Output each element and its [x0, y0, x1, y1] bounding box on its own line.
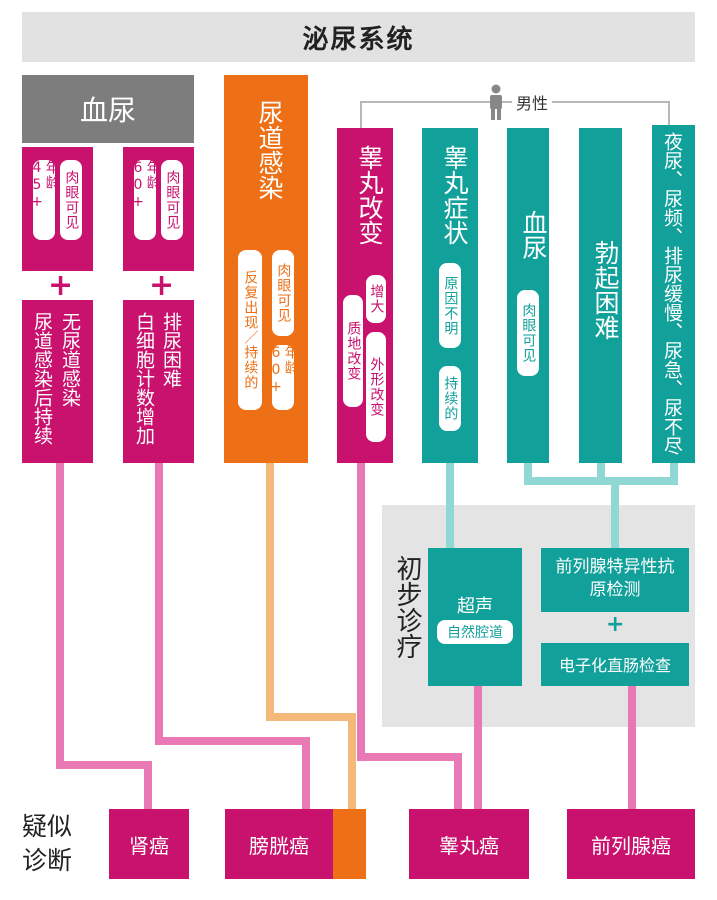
tag-unknown-cause: 原因不明 — [439, 263, 461, 348]
connector-line — [670, 463, 678, 485]
connector-line — [524, 463, 532, 485]
ultrasound-sub-pill: 自然腔道 — [437, 620, 513, 644]
blood-urine-header: 血尿 — [22, 75, 194, 143]
male-hematuria-title: 血尿 — [519, 210, 548, 260]
connector-line — [524, 477, 678, 485]
psa-label: 前列腺特异性抗原检测 — [555, 557, 675, 600]
connector-line — [446, 505, 454, 549]
dx-bladder-cancer-accent — [333, 809, 366, 879]
tag-visible: 肉眼可见 — [517, 290, 539, 376]
ed-title: 勃起困难 — [591, 240, 620, 340]
tag-age: 年龄60+ — [130, 160, 161, 240]
dx-kidney-cancer: 肾癌 — [109, 809, 189, 879]
ultrasound-label: 超声 — [457, 596, 493, 617]
tag-visible: 肉眼可见 — [60, 160, 82, 240]
tag-visible: 肉眼可见 — [161, 160, 183, 240]
suspected-dx-label: 疑似诊断 — [22, 812, 73, 875]
connector-line — [144, 761, 152, 809]
condition-dysuria: 排尿困难 — [160, 312, 182, 388]
luts-box — [652, 125, 695, 463]
connector-line — [611, 505, 619, 549]
tag-texture-change: 质地改变 — [343, 295, 363, 407]
dx-bladder-cancer: 膀胱癌 — [225, 809, 333, 879]
dx-testicular-cancer: 睾丸癌 — [409, 809, 529, 879]
condition-post-uti: 尿道感染后持续 — [31, 312, 53, 445]
plus-sign: + — [149, 268, 175, 303]
ed-box — [579, 128, 622, 463]
testicular-change-title: 睾丸改变 — [355, 145, 384, 245]
psa-box — [541, 548, 689, 612]
connector-line — [474, 686, 482, 809]
plus-sign: + — [48, 268, 74, 303]
connector-line — [348, 713, 356, 809]
tag-age: 年龄60+ — [268, 345, 299, 410]
connector-line — [357, 753, 462, 761]
tag-shape-change: 外形改变 — [366, 332, 386, 442]
connector-line — [155, 463, 163, 745]
connector-line — [56, 463, 64, 769]
tag-age: 年龄45+ — [29, 160, 60, 240]
male-bracket — [668, 101, 670, 125]
initial-dx-label: 初步诊疗 — [392, 555, 422, 659]
dre-label: 电子化直肠检查 — [558, 656, 671, 675]
connector-line — [454, 753, 462, 809]
plus-sign: + — [606, 612, 625, 637]
connector-line — [56, 761, 152, 769]
male-label: 男性 — [512, 90, 553, 114]
connector-line — [357, 463, 365, 761]
luts-title: 夜尿、尿频、排尿缓慢、尿急、尿不尽 — [660, 132, 683, 455]
tag-persistent: 持续的 — [439, 366, 461, 431]
connector-line — [628, 686, 636, 809]
connector-line — [597, 463, 605, 485]
condition-no-uti: 无尿道感染 — [59, 312, 81, 407]
connector-line — [266, 713, 356, 721]
dre-box — [541, 643, 689, 686]
connector-line — [266, 463, 274, 721]
tag-enlarged: 增大 — [366, 275, 386, 323]
dx-prostate-cancer: 前列腺癌 — [567, 809, 695, 879]
blood-urine-col2-condition — [123, 300, 194, 463]
connector-line — [302, 737, 310, 809]
connector-line — [155, 737, 310, 745]
blood-urine-col1-condition — [22, 300, 93, 463]
male-bracket — [360, 101, 362, 129]
page-title: 泌尿系统 — [22, 12, 695, 62]
ultrasound-box — [428, 548, 522, 686]
male-person-icon — [488, 84, 504, 120]
condition-wbc: 白细胞计数增加 — [133, 312, 155, 445]
tag-recurrent: 反复出现／持续的 — [238, 250, 262, 410]
tag-visible: 肉眼可见 — [272, 250, 294, 336]
uti-title: 尿道感染 — [255, 100, 284, 200]
testicular-symptom-title: 睾丸症状 — [440, 145, 469, 245]
